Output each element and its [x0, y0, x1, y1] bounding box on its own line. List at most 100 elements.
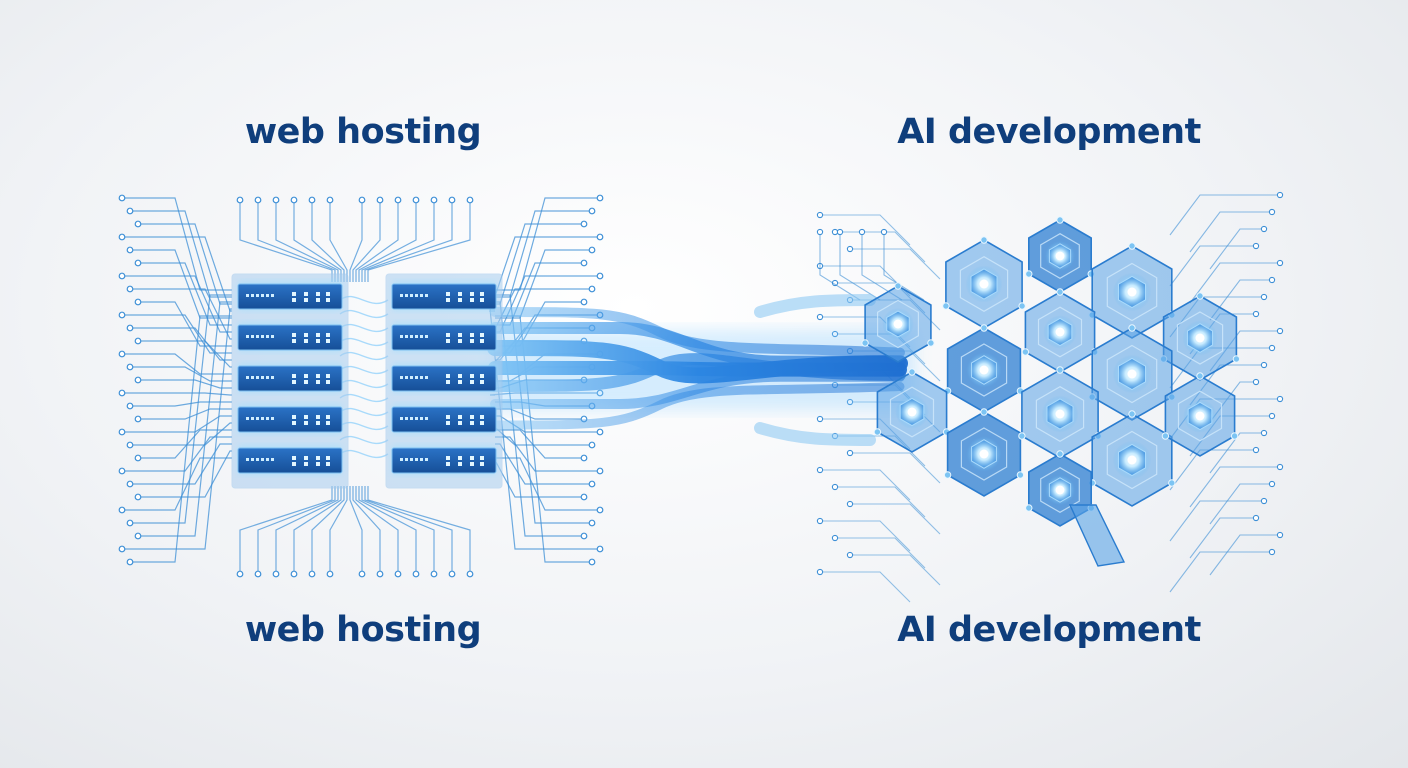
vertex-dot — [908, 368, 916, 376]
status-led — [304, 374, 308, 378]
circuit-pad — [1260, 225, 1268, 233]
vent-dot — [246, 294, 249, 297]
status-led — [446, 462, 450, 466]
vertex-dot — [1021, 348, 1030, 356]
circuit-pad — [816, 415, 824, 423]
vent-dot — [425, 294, 428, 297]
vertex-dot — [1018, 432, 1026, 440]
circuit-pad — [1260, 497, 1268, 505]
hexagon-inner — [889, 386, 935, 438]
circuit-pad — [394, 196, 402, 204]
hexagon-tail — [1068, 504, 1126, 567]
vent-dot — [410, 376, 413, 379]
vent-dot — [246, 376, 249, 379]
circuit-pad — [1276, 395, 1284, 403]
vertex-dot — [942, 302, 950, 310]
vertex-dot — [1056, 288, 1064, 296]
vent-dot — [400, 376, 403, 379]
circuit-pad — [254, 570, 262, 578]
circuit-trace — [138, 450, 232, 498]
circuit-pad — [118, 428, 126, 436]
circuit-trace — [275, 486, 339, 574]
circuit-trace — [835, 231, 926, 263]
circuit-trace — [138, 301, 232, 537]
circuit-pad — [816, 568, 824, 576]
circuit-trace — [1209, 228, 1264, 270]
vent-dot — [425, 376, 428, 379]
vertex-dot — [1056, 216, 1064, 224]
hexagon-inner — [876, 299, 920, 349]
vent-dot — [415, 458, 418, 461]
status-led — [326, 298, 330, 302]
status-led — [446, 421, 450, 425]
circuit-trace — [352, 486, 381, 574]
vertex-dot — [943, 471, 952, 479]
hexagon-inner — [960, 343, 1008, 397]
server-unit — [391, 447, 497, 474]
circuit-trace — [820, 469, 911, 501]
status-led — [470, 298, 474, 302]
vent-dot — [410, 458, 413, 461]
vent-dot — [425, 335, 428, 338]
vent-dot — [251, 417, 254, 420]
circuit-trace — [130, 294, 232, 524]
hexagon-inner — [1106, 430, 1158, 490]
vent-dot — [256, 376, 259, 379]
node-light — [1055, 327, 1065, 337]
circuit-trace — [819, 232, 861, 301]
hexagon-inner — [1035, 386, 1085, 442]
circuit-trace — [130, 366, 232, 382]
circuit-pad — [580, 493, 588, 501]
hexagon-inner — [1106, 344, 1158, 404]
status-led — [458, 380, 462, 384]
status-led — [292, 292, 296, 296]
ai-development-title-bottom: AI development — [897, 610, 1201, 650]
vent-dot — [410, 294, 413, 297]
circuit-trace — [352, 200, 381, 282]
circuit-pad — [126, 519, 134, 527]
node-light — [1127, 455, 1137, 465]
circuit-pad — [1268, 548, 1276, 556]
status-led — [316, 415, 320, 419]
vent-dot — [251, 335, 254, 338]
vertex-dot — [861, 339, 869, 347]
vent-dot — [271, 417, 274, 420]
vent-dot — [266, 458, 269, 461]
circuit-pad — [308, 196, 316, 204]
vent-dot — [271, 294, 274, 297]
circuit-trace — [138, 340, 232, 368]
vertex-dot — [980, 324, 988, 332]
circuit-trace — [130, 210, 232, 298]
server-unit — [391, 406, 497, 433]
circuit-pad — [1276, 463, 1284, 471]
circuit-pad — [846, 500, 854, 508]
circuit-trace — [367, 200, 471, 282]
data-stream — [754, 422, 876, 446]
vent-dot — [405, 294, 408, 297]
vent-dot — [246, 458, 249, 461]
circuit-trace — [1209, 483, 1272, 525]
hexagon-inner — [1176, 311, 1224, 365]
circuit-pad — [831, 483, 839, 491]
circuit-pad — [816, 228, 824, 236]
circuit-pad — [580, 220, 588, 228]
node-light — [979, 449, 989, 459]
status-led — [326, 380, 330, 384]
circuit-trace — [138, 223, 232, 305]
circuit-pad — [588, 246, 596, 254]
circuit-pad — [596, 506, 604, 514]
vertex-dot — [1230, 432, 1239, 440]
circuit-pad — [412, 196, 420, 204]
circuit-trace — [349, 200, 363, 282]
vertex-dot — [1196, 372, 1204, 380]
circuit-pad — [376, 196, 384, 204]
circuit-pad — [134, 220, 142, 228]
status-led — [326, 415, 330, 419]
circuit-pad — [580, 298, 588, 306]
circuit-trace — [850, 248, 941, 280]
circuit-trace — [361, 200, 435, 282]
circuit-pad — [1260, 361, 1268, 369]
status-led — [458, 415, 462, 419]
data-beam-connector — [487, 294, 915, 446]
circuit-pad — [134, 454, 142, 462]
